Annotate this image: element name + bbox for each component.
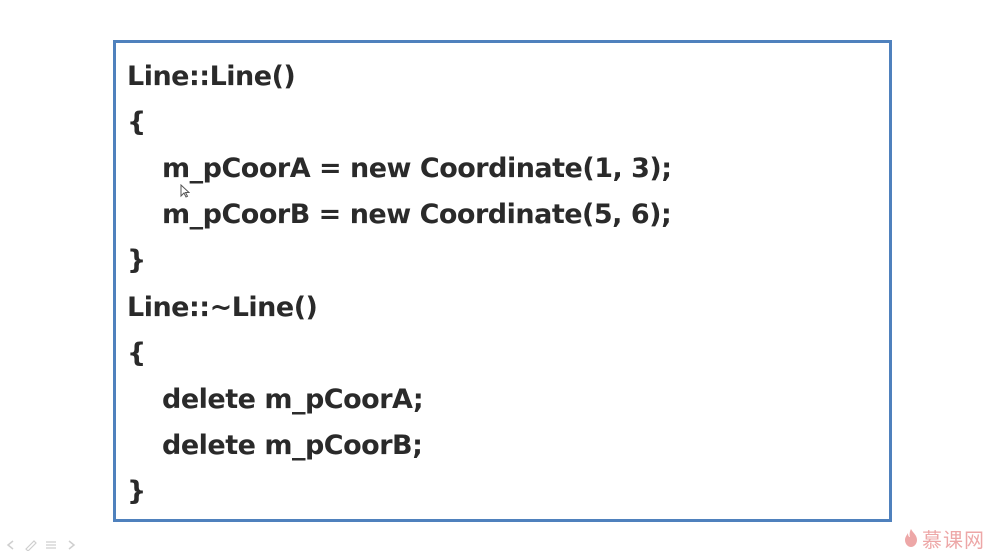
code-line-close-brace: }	[127, 476, 146, 507]
watermark-text: 慕课网	[922, 527, 985, 552]
code-line-delete-coor-a: delete m_pCoorA;	[162, 384, 424, 415]
menu-icon[interactable]	[44, 538, 58, 550]
next-slide-icon[interactable]	[64, 538, 78, 550]
pen-icon[interactable]	[24, 538, 38, 552]
code-line-new-coor-b: m_pCoorB = new Coordinate(5, 6);	[162, 199, 672, 230]
code-line-open-brace: {	[127, 107, 146, 138]
code-line-constructor-signature: Line::Line()	[127, 61, 296, 92]
code-line-new-coor-a: m_pCoorA = new Coordinate(1, 3);	[162, 153, 672, 184]
code-line-destructor-signature: Line::~Line()	[127, 292, 318, 323]
site-watermark: 慕课网	[903, 526, 985, 552]
prev-slide-icon[interactable]	[4, 538, 18, 550]
flame-logo-icon	[905, 529, 917, 547]
slide-nav-controls	[4, 538, 78, 552]
mouse-pointer-icon	[180, 184, 190, 198]
code-block: Line::Line() { m_pCoorA = new Coordinate…	[113, 40, 892, 522]
code-line-open-brace: {	[127, 338, 146, 369]
code-line-delete-coor-b: delete m_pCoorB;	[162, 430, 423, 461]
code-line-close-brace: }	[127, 245, 146, 276]
